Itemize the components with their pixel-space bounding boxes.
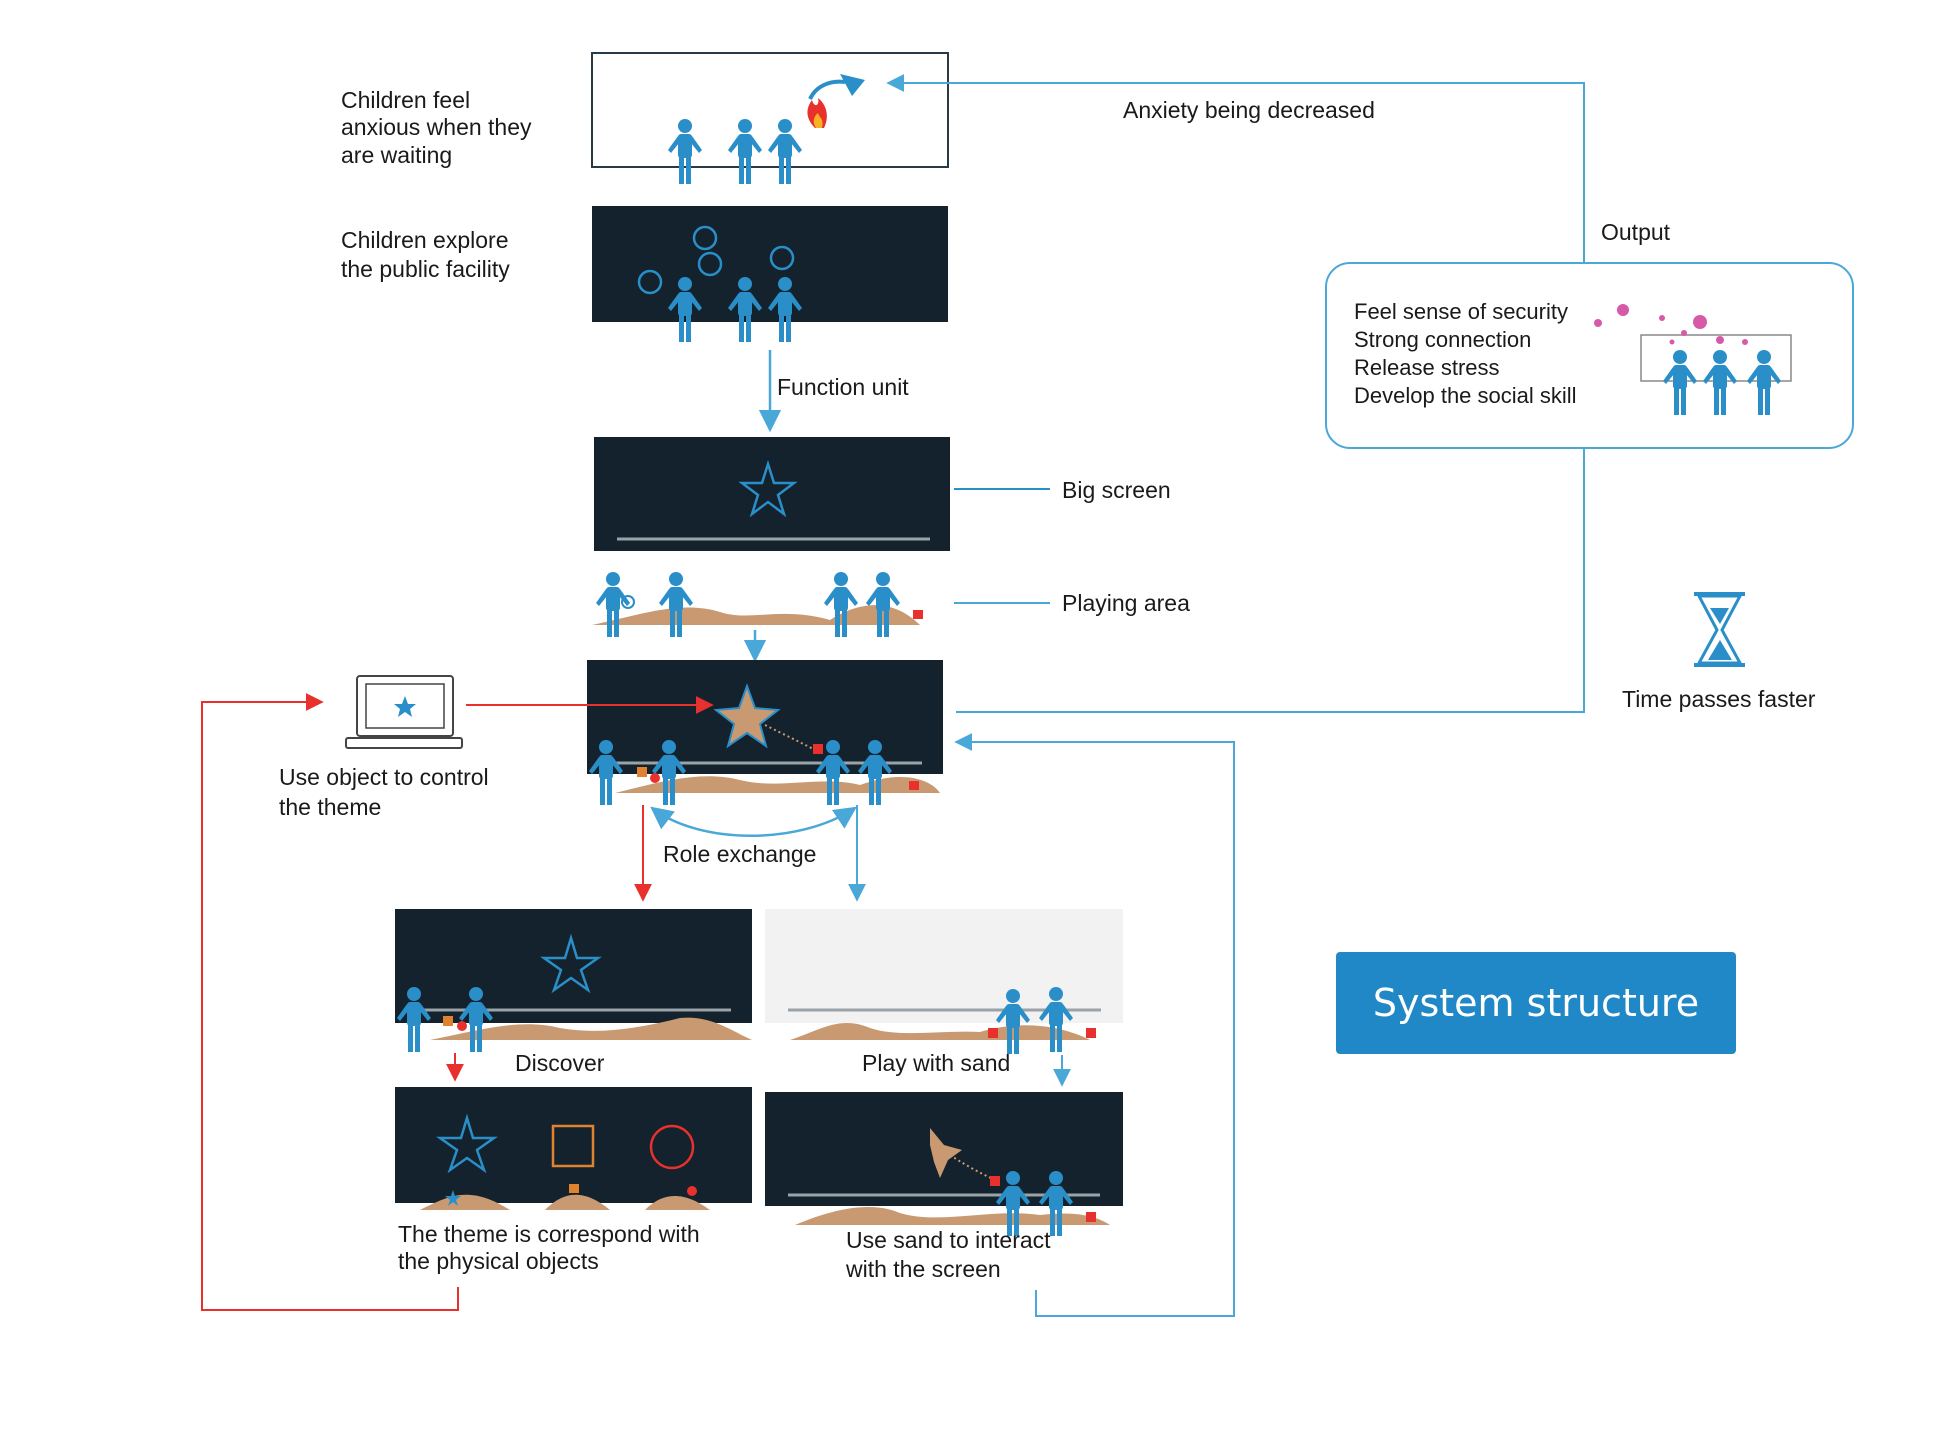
curved-arrow-icon: [808, 79, 846, 100]
use-sand-label-1: Use sand to interact: [846, 1227, 1051, 1253]
output-box: Feel sense of security Strong connection…: [1325, 262, 1854, 449]
title-text: System structure: [1373, 981, 1699, 1025]
time-passes-label: Time passes faster: [1622, 686, 1816, 712]
panel-explore: Children explore the public facility: [341, 206, 948, 342]
explore-label-2: the public facility: [341, 256, 510, 282]
star-icon: [436, 1113, 498, 1174]
use-sand-label-2: with the screen: [845, 1256, 1001, 1282]
fire-icon: [807, 98, 827, 128]
star-icon: [738, 459, 798, 518]
sand-star-icon: [930, 1128, 962, 1178]
play-with-sand-label: Play with sand: [862, 1050, 1010, 1076]
square-icon: [551, 1124, 595, 1168]
svg-text:Feel sense of security S: Feel sense of security Strong connection…: [1354, 299, 1577, 408]
circle-icon: [649, 1124, 695, 1170]
panel-big-screen: [594, 437, 950, 551]
discover-label: Discover: [515, 1050, 605, 1076]
star-icon: [540, 933, 602, 994]
output-item: Feel sense of security: [1354, 299, 1568, 324]
title-badge: System structure: [1336, 952, 1736, 1054]
output-item: Release stress: [1354, 355, 1500, 380]
theme-label-2: the physical objects: [398, 1248, 599, 1274]
playing-area-label: Playing area: [1062, 590, 1190, 616]
flower-icons: [1594, 304, 1748, 345]
panel-theme-correspond: [395, 1087, 752, 1210]
anxiety-label: Anxiety being decreased: [1123, 97, 1375, 123]
output-item: Strong connection: [1354, 327, 1531, 352]
red-feedback-loop: [201, 693, 459, 1311]
playing-area: [592, 572, 923, 637]
output-item: Develop the social skill: [1354, 383, 1577, 408]
children-figures: [596, 572, 900, 637]
big-screen-label: Big screen: [1062, 477, 1171, 503]
output-connector: [956, 448, 1585, 713]
use-object-label-1: Use object to control: [279, 764, 489, 790]
blue-feedback-loop: [954, 733, 1235, 1317]
bubble-icons: [637, 225, 795, 295]
use-object-label-2: the theme: [279, 794, 381, 820]
laptop-icon: [345, 675, 463, 749]
panel-discover: [395, 909, 752, 1052]
function-unit-label: Function unit: [777, 374, 909, 400]
role-exchange-arrow: [650, 806, 857, 837]
panel-play-with-sand: [765, 909, 1123, 1054]
waiting-label-2: anxious when they: [341, 114, 532, 140]
panel-use-sand: [765, 1092, 1123, 1236]
waiting-label-1: Children feel: [341, 87, 470, 113]
panel-interaction: [587, 660, 943, 805]
waiting-label-3: are waiting: [341, 142, 452, 168]
bucket-icon: [913, 610, 923, 619]
star-icon: [713, 683, 781, 749]
hourglass-icon: [1694, 592, 1745, 667]
output-label: Output: [1601, 219, 1671, 245]
theme-label-1: The theme is correspond with: [398, 1221, 700, 1247]
anxiety-decrease-arrow: [886, 74, 1585, 262]
explore-label-1: Children explore: [341, 227, 508, 253]
role-exchange-label: Role exchange: [663, 841, 816, 867]
